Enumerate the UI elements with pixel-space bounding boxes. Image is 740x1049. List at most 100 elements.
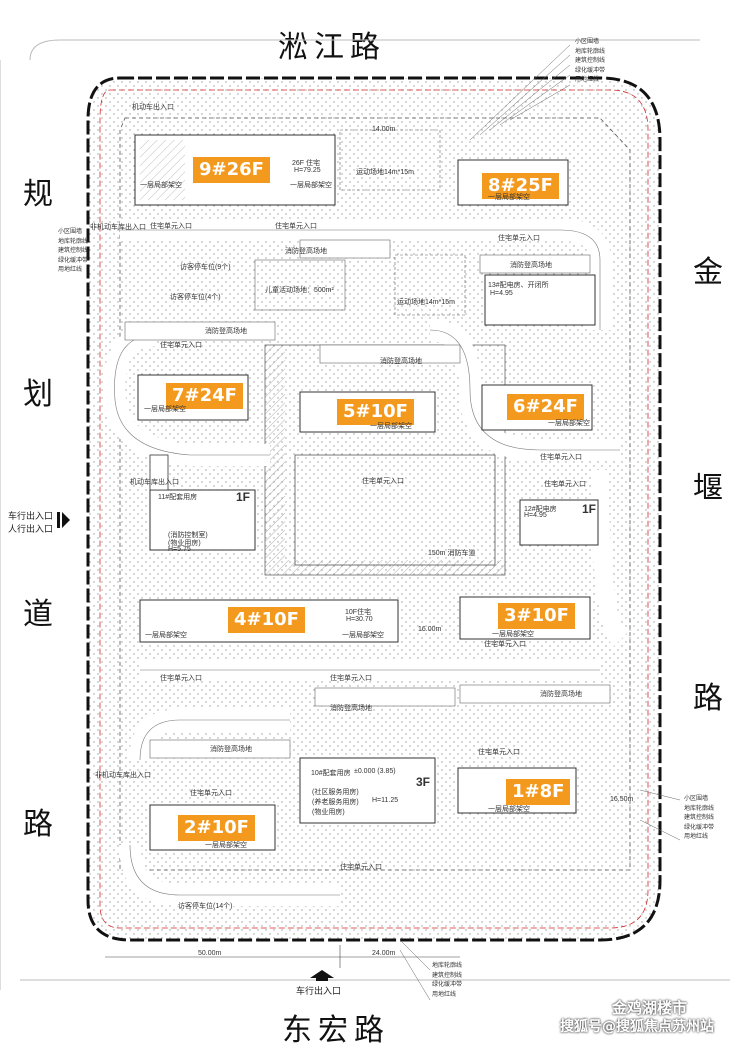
label-distribution-12: 12#配电房 xyxy=(524,506,557,513)
building-1-tag[interactable]: 1#8F xyxy=(506,779,571,805)
legend-item: 小区围墙 xyxy=(58,229,83,235)
label-support-11: 11#配套用房 xyxy=(158,494,198,501)
south-vehicle-gate: 车行出入口 xyxy=(296,986,342,996)
label-sports: 运动场地14m*15m xyxy=(356,169,414,176)
label-fire-platform: 消防登高场地 xyxy=(205,328,247,335)
basement-outline xyxy=(119,117,631,871)
loop-road xyxy=(429,329,620,451)
label-unit-entry: 住宅单元入口 xyxy=(540,454,582,461)
label-void: 一层局部架空 xyxy=(488,194,530,201)
fire-platform xyxy=(319,344,461,364)
label-dimension: 50.00m xyxy=(198,950,222,957)
road-char: 堰 xyxy=(693,471,723,506)
building-9-tag[interactable]: 9#26F xyxy=(193,157,270,183)
building-3-tag[interactable]: 3#10F xyxy=(498,603,575,629)
label-dimension: 16.00m xyxy=(418,626,442,633)
label-h: H=11.25 xyxy=(372,797,399,804)
legend-item: 地库轮廓线 xyxy=(58,238,89,245)
label-dimension: 24.00m xyxy=(372,950,396,957)
label-void: 一层局部架空 xyxy=(370,423,412,430)
legend-item: 绿化缓冲带 xyxy=(575,67,606,74)
label-support-10: 10#配套用房 xyxy=(311,770,351,777)
fire-platform xyxy=(124,321,276,341)
label-void: 一层局部架空 xyxy=(140,182,182,189)
building-9-stair xyxy=(140,140,185,200)
label-non-motor: 非机动车库出入口 xyxy=(95,772,151,779)
fire-platform xyxy=(314,687,456,707)
label-unit-entry: 住宅单元入口 xyxy=(484,641,526,648)
watermark-line2: 搜狐号@搜狐焦点苏州站 xyxy=(560,1019,714,1035)
label-1f: 1F xyxy=(582,502,597,516)
legend-item: 绿化缓冲带 xyxy=(684,824,715,831)
building-11-footprint xyxy=(149,489,256,551)
south-gate-arrow xyxy=(310,970,334,978)
loop-road xyxy=(120,229,601,330)
label-h: H=5.75 xyxy=(168,546,191,553)
label-elderly: (养老服务用房) xyxy=(312,799,359,806)
building-7-tag[interactable]: 7#24F xyxy=(166,383,243,409)
fire-platform xyxy=(459,684,611,704)
fire-platform xyxy=(479,254,591,274)
legend-leader xyxy=(489,64,571,131)
label-property-room: (物业用房) xyxy=(168,540,201,547)
label-dimension: 14.00m xyxy=(372,126,396,133)
fire-platform xyxy=(149,739,291,759)
label-void: 一层局部架空 xyxy=(144,406,186,413)
legend-top: 小区围墙 地库轮廓线 建筑控制线 绿化缓冲带 用地红线 xyxy=(575,38,605,86)
loop-road xyxy=(114,334,270,456)
south-gate-arrow xyxy=(316,978,328,981)
watermark-line1: 金鸡湖楼市 xyxy=(612,999,688,1017)
label-fire-platform: 消防登高场地 xyxy=(510,262,552,269)
west-vehicle-gate: 车行出入口 人行出入口 xyxy=(8,509,53,535)
label-unit-entry: 住宅单元入口 xyxy=(190,790,232,797)
road-char: 道 xyxy=(23,597,53,632)
label-fire-platform: 消防登高场地 xyxy=(380,358,422,365)
building-2-tag[interactable]: 2#10F xyxy=(178,815,255,841)
label-motor-ramp: 机动车库出入口 xyxy=(130,479,179,486)
legend-item: 用地红线 xyxy=(58,267,83,273)
legend-item: 小区围墙 xyxy=(575,39,600,45)
label-fire-platform: 消防登高场地 xyxy=(330,705,372,712)
road-name-east: 金 堰 路 xyxy=(688,258,728,714)
building-10-footprint xyxy=(299,757,436,824)
label-res-10f: 10F住宅 xyxy=(345,609,372,616)
label-unit-entry: 住宅单元入口 xyxy=(362,478,404,485)
label-3f: 3F xyxy=(416,775,431,789)
label-visitor-4: 访客停车位(4个) xyxy=(170,294,221,301)
label-void: 一层局部架空 xyxy=(488,806,530,813)
loop-road xyxy=(591,469,628,647)
building-8-tag[interactable]: 8#25F xyxy=(482,173,559,199)
label-unit-entry: 住宅单元入口 xyxy=(150,223,192,230)
motor-ramp xyxy=(149,454,169,491)
label-unit-entry: 住宅单元入口 xyxy=(160,342,202,349)
road-char: 划 xyxy=(23,377,53,412)
loop-road xyxy=(129,844,340,896)
road-char: 规 xyxy=(23,177,53,212)
legend-leader xyxy=(469,44,571,141)
road-name-north: 淞江路 xyxy=(278,30,386,65)
building-5-tag[interactable]: 5#10F xyxy=(337,399,414,425)
legend-bottom: 地库轮廓线 建筑控制线 绿化缓冲带 用地红线 xyxy=(432,962,462,1000)
legend-right: 小区围墙 地库轮廓线 建筑控制线 绿化缓冲带 用地红线 xyxy=(684,795,714,843)
building-4-tag[interactable]: 4#10F xyxy=(228,607,305,633)
label-community: (社区服务用房) xyxy=(312,789,359,796)
label-unit-entry: 住宅单元入口 xyxy=(498,235,540,242)
building-13-footprint xyxy=(484,274,596,326)
sports-field xyxy=(394,254,466,316)
road-name-west: 规 划 道 路 xyxy=(18,180,58,840)
sports-field xyxy=(339,129,441,191)
west-gate-arrow xyxy=(62,512,70,528)
courtyard-inner xyxy=(294,454,496,566)
legend-item: 建筑控制线 xyxy=(575,58,606,64)
label-visitor-14: 访客停车位(14个) xyxy=(178,903,233,910)
label-unit-entry: 住宅单元入口 xyxy=(340,864,382,871)
label-motor-entry: 机动车出入口 xyxy=(132,104,174,111)
building-6-tag[interactable]: 6#24F xyxy=(507,394,584,420)
gate-label: 人行出入口 xyxy=(8,524,54,534)
label-void: 一层局部架空 xyxy=(342,632,384,639)
legend-leader xyxy=(479,54,571,136)
label-fire-road: 150m 消防车道 xyxy=(428,550,476,557)
legend-leader xyxy=(499,74,571,126)
label-fire-platform: 消防登高场地 xyxy=(540,691,582,698)
